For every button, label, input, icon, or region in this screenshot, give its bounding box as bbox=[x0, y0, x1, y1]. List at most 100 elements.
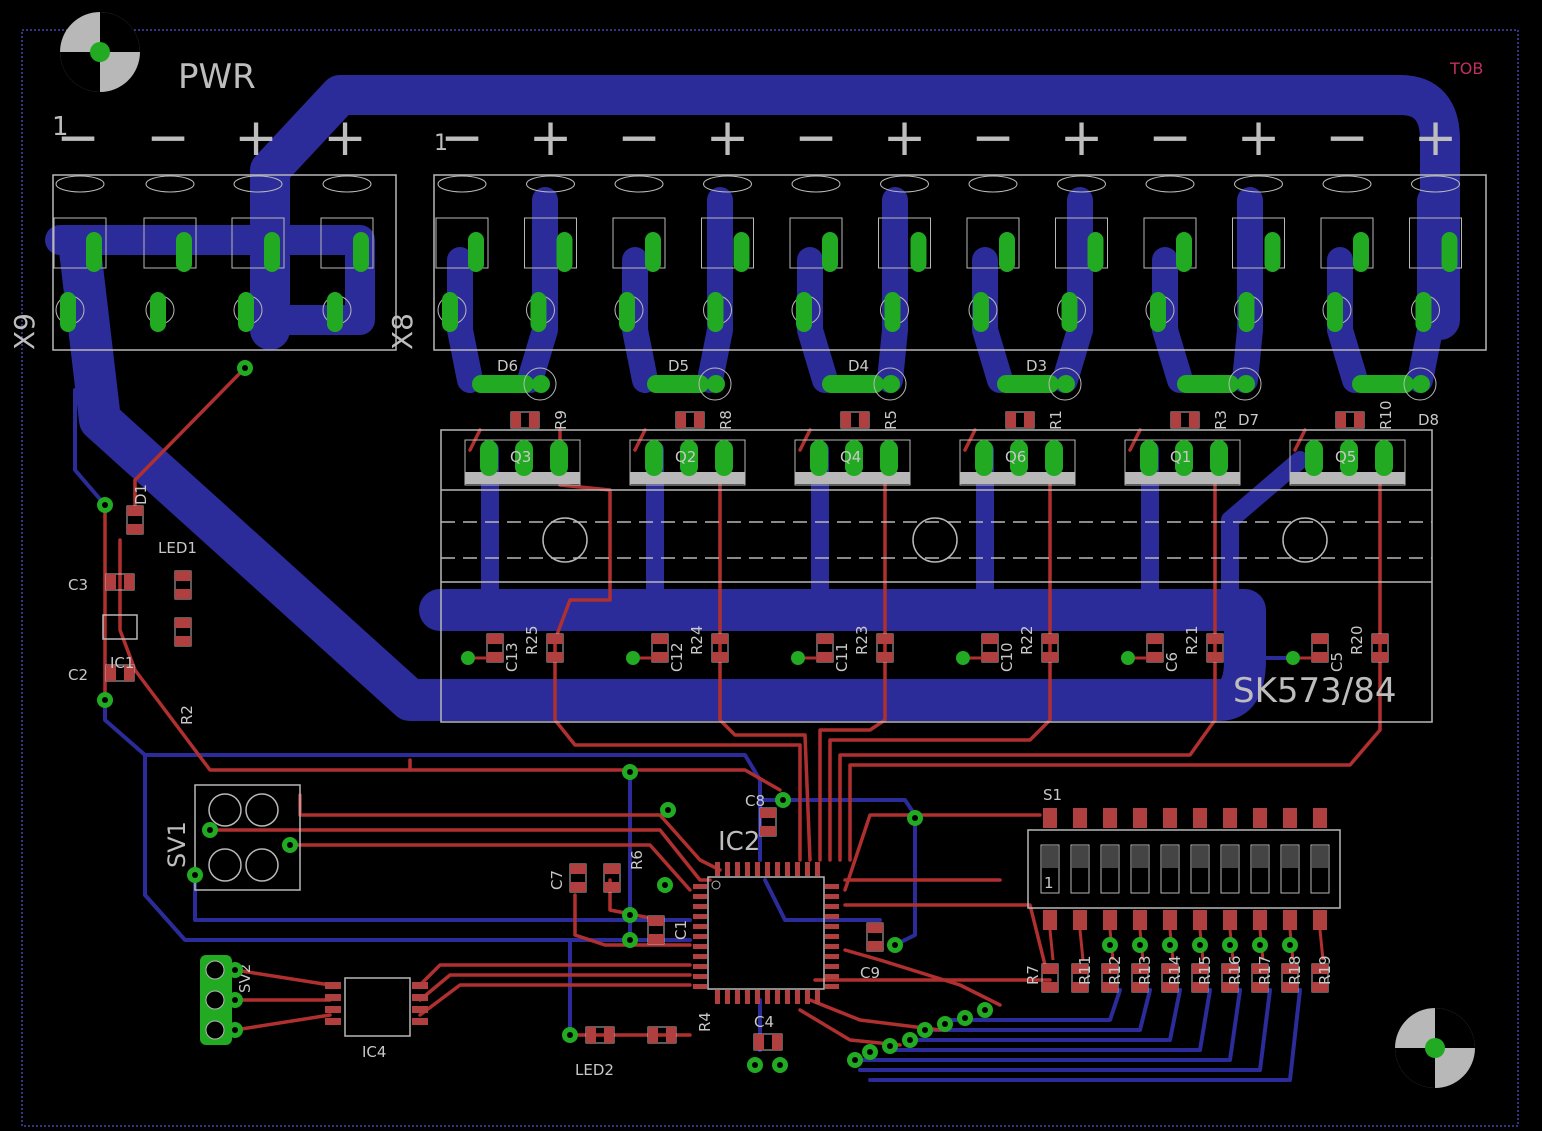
dip-pad bbox=[1253, 808, 1267, 828]
diode-label: D3 bbox=[1026, 357, 1047, 375]
diode-label: D8 bbox=[1418, 411, 1439, 429]
pullup-resistor-label: R18 bbox=[1286, 955, 1304, 985]
terminal-pad bbox=[796, 292, 812, 332]
r4-label: R4 bbox=[696, 1012, 714, 1032]
d1-diode bbox=[126, 505, 144, 535]
heatsink-cap-label: C10 bbox=[998, 642, 1016, 672]
pullup-resistor bbox=[1071, 963, 1089, 993]
terminal-box bbox=[320, 217, 374, 269]
ic2-chip bbox=[693, 862, 839, 1004]
ic2-pin bbox=[735, 862, 740, 876]
heatsink-resistor-label: R23 bbox=[853, 625, 871, 655]
ic2-pin bbox=[775, 862, 780, 876]
via-hole bbox=[1287, 942, 1293, 948]
via-hole bbox=[287, 842, 293, 848]
diode-pad bbox=[822, 375, 884, 393]
transistor-body bbox=[959, 439, 1076, 486]
via-pad bbox=[1286, 651, 1300, 665]
pullup-resistor-label: R11 bbox=[1076, 955, 1094, 985]
dip-pad bbox=[1313, 910, 1327, 930]
c3-cap bbox=[105, 573, 135, 591]
terminal-pad bbox=[884, 292, 901, 332]
c8-cap bbox=[759, 807, 777, 837]
diode-pad bbox=[472, 375, 534, 393]
terminal-box bbox=[878, 217, 931, 269]
x8-polarity-sign: + bbox=[529, 108, 573, 168]
terminal-pad bbox=[86, 232, 102, 272]
pullup-resistor-label: R19 bbox=[1316, 955, 1334, 985]
dip-switch-icon bbox=[1220, 844, 1240, 894]
pullup-resistor-label: R15 bbox=[1196, 955, 1214, 985]
transistor-pin bbox=[845, 440, 863, 476]
heatsink-resistor bbox=[711, 633, 729, 663]
heatsink-resistor-label: R22 bbox=[1018, 625, 1036, 655]
ic2-label: IC2 bbox=[718, 827, 760, 857]
terminal-pad bbox=[1353, 232, 1369, 272]
via-hole bbox=[892, 942, 898, 948]
x9-pin1-label: 1 bbox=[52, 112, 69, 142]
c4-label: C4 bbox=[754, 1013, 774, 1031]
transistor-pin bbox=[1140, 440, 1158, 476]
diode-ring bbox=[1403, 367, 1437, 401]
terminal-pad bbox=[1176, 232, 1192, 272]
dip-switch-knob bbox=[1282, 846, 1298, 868]
ic2-pin bbox=[785, 862, 790, 876]
diode-pad bbox=[997, 375, 1059, 393]
c4-cap bbox=[753, 1033, 783, 1051]
ic2-pin bbox=[755, 862, 760, 876]
dip-pad bbox=[1313, 808, 1327, 828]
heatsink-cap bbox=[981, 633, 999, 663]
via-hole bbox=[627, 912, 633, 918]
ic2-pin bbox=[815, 862, 820, 876]
via-pad bbox=[461, 651, 475, 665]
heatsink-resistor bbox=[1041, 633, 1059, 663]
terminal-pad bbox=[910, 232, 927, 272]
pwr-label: PWR bbox=[178, 57, 256, 97]
heatsink-cap bbox=[486, 633, 504, 663]
terminal-pad bbox=[1150, 292, 1166, 332]
transistor-pin bbox=[975, 440, 993, 476]
ic2-pin bbox=[745, 990, 750, 1004]
ic2-pin bbox=[693, 974, 707, 979]
dip-pad bbox=[1223, 808, 1237, 828]
transistor-pin bbox=[810, 440, 828, 476]
ic2-pin bbox=[825, 984, 839, 989]
via-hole bbox=[1167, 942, 1173, 948]
dip-pad bbox=[1103, 808, 1117, 828]
transistor-body bbox=[1289, 439, 1406, 486]
dip-switch-label: S1 bbox=[1043, 786, 1062, 804]
terminal-pad bbox=[1415, 292, 1432, 332]
ic2-pin bbox=[825, 884, 839, 889]
pullup-resistor bbox=[1191, 963, 1209, 993]
dip-switch-icon bbox=[1190, 844, 1210, 894]
via-hole bbox=[982, 1007, 988, 1013]
x8-polarity-sign: − bbox=[794, 108, 838, 168]
ic4-label: IC4 bbox=[362, 1043, 386, 1061]
transistor-pin bbox=[1210, 440, 1228, 476]
transistor-pin bbox=[680, 440, 698, 476]
terminal-pad bbox=[60, 292, 76, 332]
x8-pin1-label: 1 bbox=[434, 131, 448, 156]
dip-switch-knob bbox=[1162, 846, 1178, 868]
trace bbox=[1048, 929, 1055, 961]
mounting-holes bbox=[60, 12, 1475, 1088]
ic2-pin bbox=[693, 884, 707, 889]
terminal-pad bbox=[822, 232, 838, 272]
via-hole bbox=[777, 1062, 783, 1068]
diode-label: D7 bbox=[1238, 411, 1259, 429]
via-hole bbox=[912, 815, 918, 821]
transistor-label: Q2 bbox=[675, 448, 696, 466]
diode-pad bbox=[532, 375, 550, 393]
via-hole bbox=[1257, 942, 1263, 948]
via-hole bbox=[867, 1049, 873, 1055]
transistor-label: Q5 bbox=[1335, 448, 1356, 466]
x8-polarity-sign: + bbox=[883, 108, 927, 168]
board-outline bbox=[21, 29, 1519, 1127]
dip-switch-icon bbox=[1070, 844, 1090, 894]
terminal-box bbox=[143, 217, 197, 269]
dip-switch-knob bbox=[1192, 846, 1208, 868]
dip-pad bbox=[1163, 910, 1177, 930]
ic2-pin bbox=[765, 862, 770, 876]
